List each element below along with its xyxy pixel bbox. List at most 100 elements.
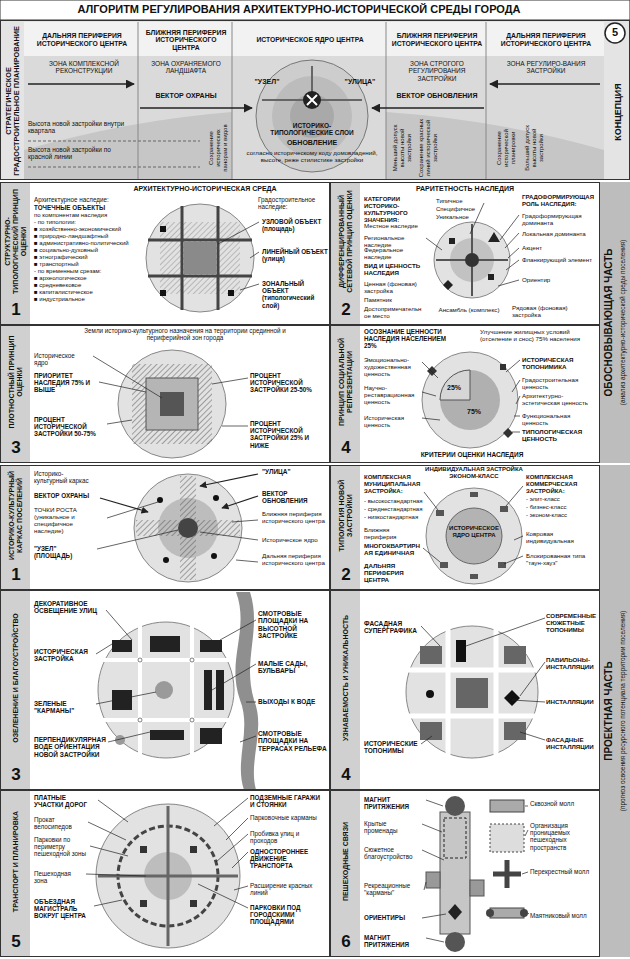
annotation-label: "УЗЕЛ" (ПЛОЩАДЬ) bbox=[34, 545, 94, 559]
annotation-label: ФАСАДНЫЕ ИНСТАЛЛЯЦИИ bbox=[546, 736, 598, 750]
principle-panel: ОЗЕЛЕНЕНИЕ И БЛАГОУСТРОЙСТВО3 bbox=[0, 590, 330, 790]
annotation-label: ПАРКОВКИ ПОД ГОРОДСКИМИ ПЛОЩАДЯМИ bbox=[250, 904, 326, 926]
panel-title: ПРОЕКТНАЯ ЧАСТЬ bbox=[603, 473, 615, 949]
annotation-label: Историко-культурный каркас bbox=[34, 470, 94, 484]
annotation-label: Типичное bbox=[436, 198, 482, 205]
panel-title: СТРУКТУРНО-ТИПОЛОГИЧЕСКИЙ ПРИНЦИП ОЦЕНКИ bbox=[4, 187, 28, 296]
annotation-label: Функциональная ценность bbox=[522, 412, 598, 426]
annotation-label: ■ капиталистическое bbox=[34, 289, 138, 296]
annotation-label: согласно историческому коду домовладений… bbox=[240, 149, 384, 163]
panel-text: 6 bbox=[333, 932, 359, 952]
annotation-label: Ковровая индивидуальная bbox=[526, 530, 598, 544]
annotation-label: СМОТРОВЫЕ ПЛОЩАДКИ НА ВЫСОТНОЙ ЗАСТРОЙКЕ bbox=[258, 610, 328, 640]
annotation-label: Ориентир bbox=[522, 276, 598, 283]
annotation-label: МАГНИТ ПРИТЯЖЕНИЯ bbox=[364, 934, 424, 948]
principle-panel: ТРАНСПОРТ И ПЛАНИРОВКА5 bbox=[0, 790, 330, 957]
zone-header: ДАЛЬНЯЯ ПЕРИФЕРИЯ ИСТОРИЧЕСКОГО ЦЕНТРА bbox=[25, 23, 139, 57]
annotation-label: "УЛИЦА" bbox=[338, 78, 382, 86]
annotation-label: ОДНОСТОРОННЕЕ ДВИЖЕНИЕ ТРАНСПОРТА bbox=[250, 848, 326, 870]
concept-panel: ДАЛЬНЯЯ ПЕРИФЕРИЯ ИСТОРИЧЕСКОГО ЦЕНТРАБЛ… bbox=[0, 20, 630, 180]
annotation-label: ПРИОРИТЕТ НАСЛЕДИЯ 75% И ВЫШЕ bbox=[34, 372, 96, 394]
principle-panel: УЗНАВАЕМОСТЬ И УНИКАЛЬНОСТЬ 4 bbox=[330, 590, 600, 790]
annotation-label: ОРИЕНТИРЫ bbox=[364, 914, 420, 921]
annotation-label: Блокированная типа "таун-хауз" bbox=[526, 552, 598, 566]
annotation-label: ЗОНА КОМПЛЕКСНОЙ РЕКОНСТРУКЦИИ bbox=[36, 60, 132, 75]
zone-header: БЛИЖНЯЯ ПЕРИФЕРИЯ ИСТОРИЧЕСКОГО ЦЕНТРА bbox=[139, 23, 233, 57]
annotation-label: Сохранение красных линий исторической за… bbox=[418, 118, 439, 178]
panel-text: 4 bbox=[333, 765, 359, 785]
principle-panel: ТИПОЛОГИЯ НОВОЙ ЗАСТРОЙКИ 2 bbox=[330, 465, 600, 590]
annotation-label: КОМПЛЕКСНАЯ КОММЕРЧЕСКАЯ ЗАСТРОЙКА: bbox=[526, 474, 598, 495]
annotation-label: Научно-реставрационная ценность bbox=[364, 384, 420, 405]
annotation-label: ТОЧКИ РОСТА (уникальное и специфичное на… bbox=[34, 506, 104, 535]
annotation-label: ■ средневековое bbox=[34, 282, 138, 289]
annotation-label: МНОГОКВАРТИРНАЯ ЕДИНИЧНАЯ bbox=[364, 542, 422, 556]
annotation-label: ИСТОРИЧЕСКОЕ ЯДРО ЦЕНТРА bbox=[448, 525, 500, 539]
annotation-label: КАТЕГОРИИ ИСТОРИКО-КУЛЬТУРНОГО ЗНАЧЕНИЯ: bbox=[364, 196, 430, 224]
annotation-label: ПРОЦЕНТ ИСТОРИЧЕСКОЙ ЗАСТРОЙКИ 25% И НИЖ… bbox=[250, 420, 326, 449]
annotation-label: Эмоционально-художественная ценность bbox=[364, 356, 420, 377]
annotation-label: Крытые променады bbox=[364, 820, 420, 834]
panel-text: 4 bbox=[333, 438, 359, 458]
annotation-label: ГРАДОФОРМИРУЮЩАЯ РОЛЬ НАСЛЕДИЯ: bbox=[522, 194, 598, 208]
annotation-label: ИСТОРИЧЕСКАЯ ЗАСТРОЙКА bbox=[34, 648, 94, 663]
annotation-label: ■ социально-духовный bbox=[34, 247, 138, 254]
annotation-label: ВЕКТОР ОБНОВЛЕНИЯ bbox=[392, 92, 482, 100]
annotation-label: Парковки по периметру пешеходной зоны bbox=[34, 836, 88, 858]
annotation-label: Региональное наследие bbox=[364, 234, 424, 248]
annotation-label: ПРОЦЕНТ ИСТОРИЧЕСКОЙ ЗАСТРОЙКИ 25-50% bbox=[250, 372, 326, 394]
zone-header: ИСТОРИЧЕСКОЕ ЯДРО ЦЕНТРА bbox=[233, 23, 387, 57]
annotation-label: ПРОЦЕНТ ИСТОРИЧЕСКОЙ ЗАСТРОЙКИ 50-75% bbox=[34, 416, 104, 438]
annotation-label: "УЗЕЛ" bbox=[246, 78, 288, 86]
diagram-title: АЛГОРИТМ РЕГУЛИРОВАНИЯ АРХИТЕКТУРНО-ИСТО… bbox=[4, 3, 594, 16]
annotation-label: Фланкирующий элемент bbox=[522, 256, 598, 263]
annotation-label: Сюжетное благоустройство bbox=[364, 846, 420, 860]
annotation-label: Ансамбль (комплекс) bbox=[434, 306, 504, 313]
annotation-label: Локальная доминанта bbox=[522, 230, 598, 237]
annotation-label: Историческая ценность bbox=[364, 414, 420, 428]
annotation-label: ИНСТАЛЛЯЦИИ bbox=[546, 698, 598, 705]
annotation-label: РАРИТЕТНОСТЬ НАСЛЕДИЯ bbox=[400, 185, 530, 193]
annotation-label: Меньший допуск высоты новой застройки bbox=[392, 118, 413, 178]
annotation-label: Земли историко-культурного назначения на… bbox=[70, 327, 300, 341]
annotation-label: Градостроительное наследие: bbox=[258, 196, 328, 210]
panel-text: 3 bbox=[3, 438, 29, 458]
annotation-label: Парковочные карманы bbox=[250, 814, 326, 821]
annotation-label: ВЕКТОР ОХРАНЫ bbox=[142, 92, 230, 100]
panel-title: ТИПОЛОГИЯ НОВОЙ ЗАСТРОЙКИ bbox=[338, 470, 354, 561]
annotation-label: АРХИТЕКТУРНО-ИСТОРИЧЕСКАЯ СРЕДА bbox=[110, 185, 300, 193]
annotation-label: ■ археологическое bbox=[34, 275, 138, 282]
annotation-label: ИСТОРИЧЕСКИЕ ТОПОНИМЫ bbox=[364, 740, 420, 755]
panel-text: 2 bbox=[333, 565, 359, 585]
annotation-label: ВЕКТОР ОБНОВЛЕНИЯ bbox=[262, 490, 328, 504]
annotation-label: Местное наследие bbox=[364, 222, 424, 229]
principle-panel: СТРУКТУРНО-ТИПОЛОГИЧЕСКИЙ ПРИНЦИП ОЦЕНКИ… bbox=[0, 182, 330, 325]
annotation-label: ■ индустриальное bbox=[34, 296, 138, 303]
annotation-label: - высокостандартная bbox=[364, 498, 424, 505]
principle-panel: ДИФФЕРЕНЦИРОВАННЫЙ СЕТЕВОЙ ПРИНЦИП ОЦЕНК… bbox=[330, 182, 600, 325]
annotation-label: ОСОЗНАНИЕ ЦЕННОСТИ НАСЛЕДИЯ НАСЕЛЕНИЕМ 2… bbox=[364, 328, 460, 350]
annotation-label: Высота новой застройки внутри квартала bbox=[28, 120, 132, 135]
panel-title: СТРАТЕГИЧЕСКОЕ ГРАДОСТРОИТЕЛЬНОЕ ПЛАНИРО… bbox=[5, 25, 22, 177]
annotation-label: ОБНОВЛЕНИЕ bbox=[272, 139, 352, 147]
annotation-label: ЗОНА СТРОГОГО РЕГУЛИРОВАНИЯ ЗАСТРОЙКИ bbox=[390, 60, 484, 82]
panel-title: ОБОСНОВЫВАЮЩАЯ ЧАСТЬ bbox=[603, 190, 615, 455]
annotation-label: ВЫХОДЫ К ВОДЕ bbox=[258, 698, 328, 705]
panel-title: ИСТОРИЧЕСКОЕ ЯДРО ЦЕНТРА bbox=[235, 36, 385, 44]
panel-title: УЗНАВАЕМОСТЬ И УНИКАЛЬНОСТЬ bbox=[342, 595, 350, 761]
panel-text: 3 bbox=[3, 765, 29, 785]
annotation-label: ОБЪЕЗДНАЯ МАГИСТРАЛЬ ВОКРУГ ЦЕНТРА bbox=[34, 898, 92, 920]
annotation-label: ■ административно-политический bbox=[34, 240, 138, 247]
annotation-label: ИСТОРИЧЕСКАЯ ТОПОНИМИКА bbox=[522, 356, 598, 370]
annotation-label: Градостроительная ценность bbox=[522, 376, 598, 390]
annotation-label: ЗОНА РЕГУЛИРО-ВАНИЯ ЗАСТРОЙКИ bbox=[496, 60, 596, 75]
annotation-label: МАЛЫЕ САДЫ, БУЛЬВАРЫ bbox=[258, 660, 328, 675]
panel-text: 2 bbox=[333, 300, 359, 320]
panel-title: ДАЛЬНЯЯ ПЕРИФЕРИЯ ИСТОРИЧЕСКОГО ЦЕНТРА bbox=[27, 32, 137, 48]
principle-panel: ПРИНЦИП СОЦИАЛЬНОЙ РЕПРЕЗЕНТАЦИИ4 bbox=[330, 325, 600, 463]
annotation-label: ПЕРПЕНДИКУЛЯРНАЯ ВОДЕ ОРИЕНТАЦИЯ НОВОЙ З… bbox=[34, 736, 106, 758]
annotation-label: Маятниковый молл bbox=[530, 912, 598, 919]
panel-title: ПЛОТНОСТНЫЙ ПРИНЦИП ОЦЕНКИ bbox=[8, 330, 24, 434]
annotation-label: СМОТРОВЫЕ ПЛОЩАДКИ НА ТЕРРАСАХ РЕЛЬЕФА bbox=[258, 730, 328, 752]
